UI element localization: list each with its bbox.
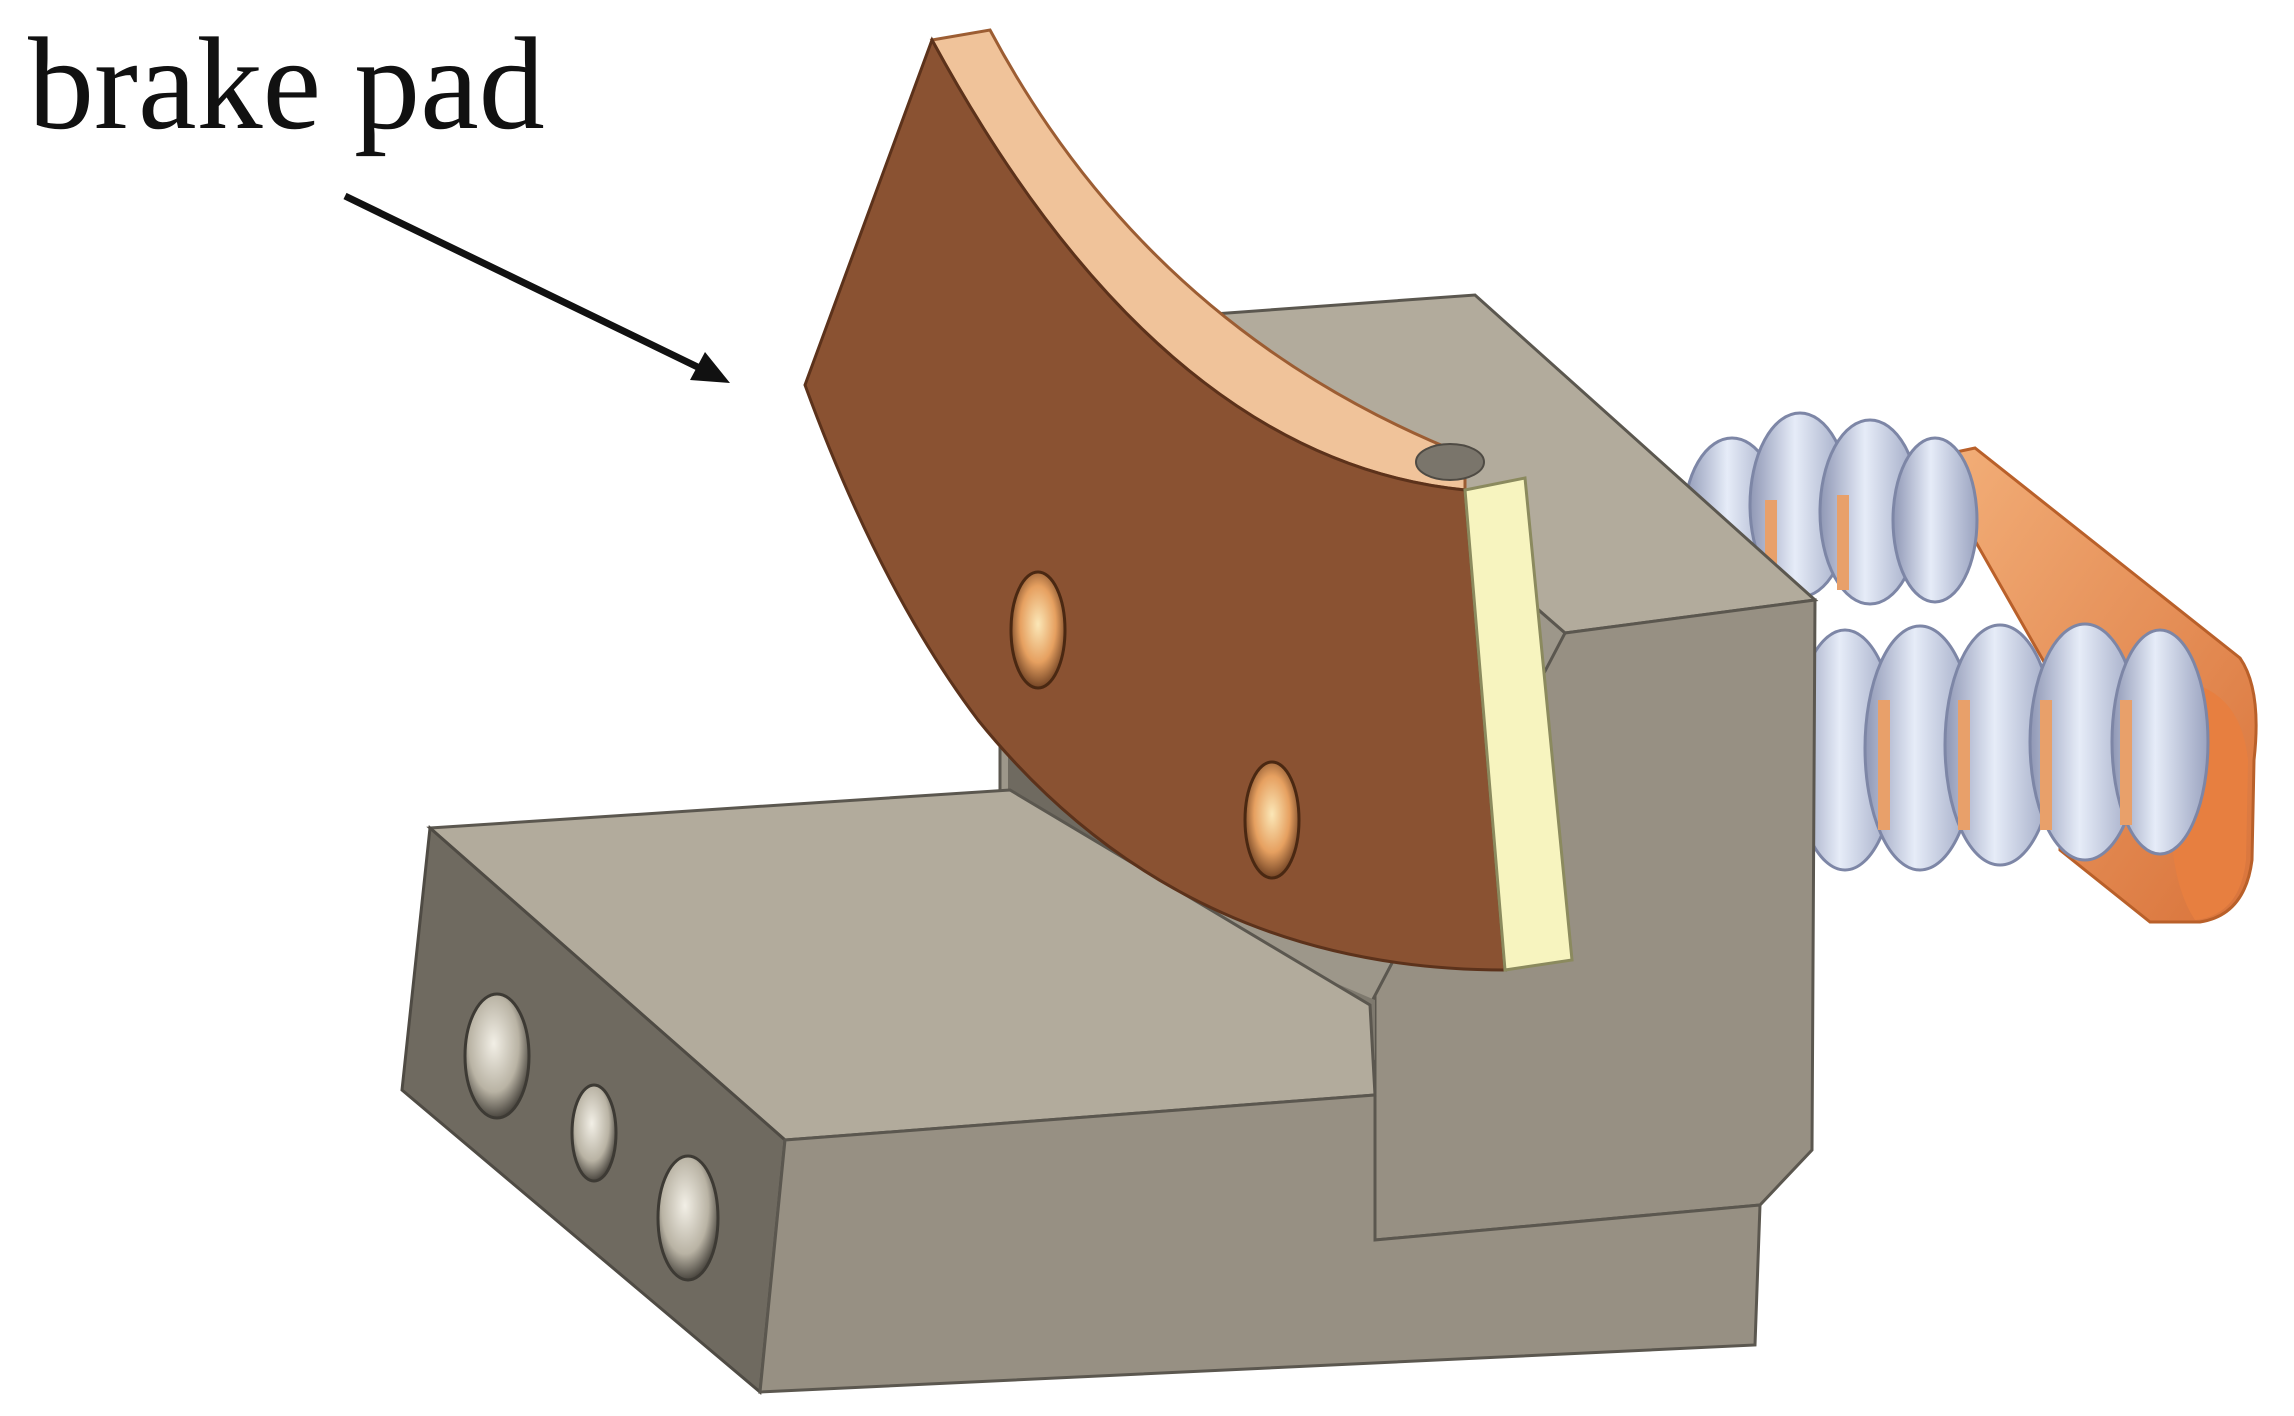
side-hole-3 (656, 1154, 720, 1282)
side-hole-2 (570, 1083, 618, 1183)
spring-coils-lower (1791, 622, 2210, 872)
brake-pad-face (803, 36, 1507, 972)
pad-hole-2 (1243, 760, 1301, 880)
pad-hole-1 (1009, 570, 1067, 690)
brake-pad (803, 28, 1574, 972)
brake-pad-end-face (1463, 476, 1574, 972)
brake-pad-label: brake pad (28, 10, 545, 157)
spring-assembly (1682, 411, 2258, 924)
pointer-arrow (343, 192, 730, 383)
side-hole-1 (463, 992, 531, 1120)
